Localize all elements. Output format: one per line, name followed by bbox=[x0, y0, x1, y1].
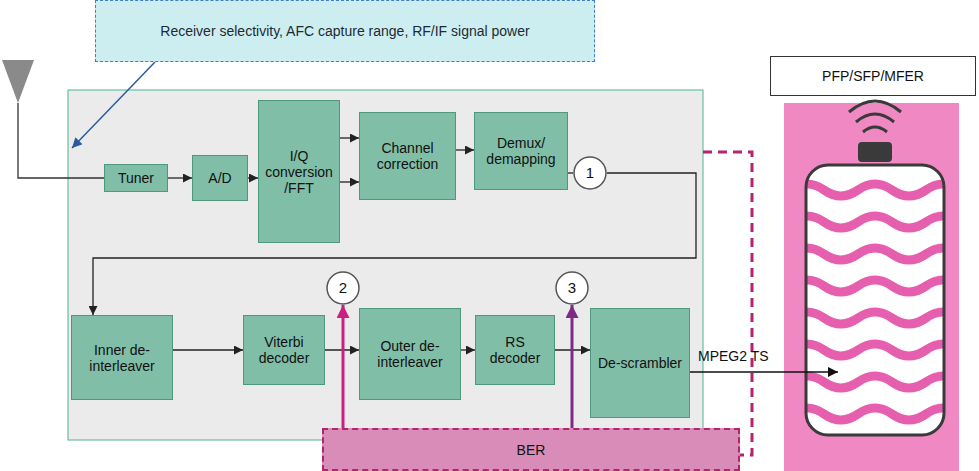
callout-circle-outline bbox=[327, 272, 359, 304]
node-text: I/Q conversion /FFT bbox=[263, 148, 335, 196]
node-text: Tuner bbox=[118, 170, 154, 186]
callout-number: 1 bbox=[573, 156, 607, 190]
ber-measurement-box: BER bbox=[322, 428, 740, 471]
callout-circle-outline bbox=[574, 157, 606, 189]
signal-arrow bbox=[568, 172, 573, 173]
process-block: I/Q conversion /FFT bbox=[258, 100, 340, 243]
tv-frame bbox=[806, 165, 944, 435]
process-block: De-scrambler bbox=[590, 308, 690, 418]
receiver-panel bbox=[68, 90, 703, 440]
output-spec-box: PFP/SFP/MFER bbox=[770, 56, 976, 96]
node-text: RS decoder bbox=[480, 334, 550, 366]
signal-label: MPEG2 TS bbox=[698, 348, 769, 364]
note-box: Receiver selectivity, AFC capture range,… bbox=[95, 0, 595, 62]
node-text: Demux/ demapping bbox=[479, 135, 563, 167]
antenna-symbol bbox=[2, 60, 34, 103]
output-arrow bbox=[690, 371, 838, 373]
process-block: Tuner bbox=[104, 164, 168, 192]
process-block: A/D bbox=[192, 155, 248, 201]
node-text: Inner de-interleaver bbox=[76, 342, 168, 374]
process-block: Channel correction bbox=[359, 112, 456, 200]
node-text: Viterbi decoder bbox=[248, 334, 320, 366]
tv-screen bbox=[806, 165, 944, 435]
signal-arrow bbox=[248, 177, 258, 178]
node-text: BER bbox=[517, 442, 546, 458]
callout-number: 2 bbox=[326, 271, 360, 305]
signal-arrow bbox=[168, 177, 192, 178]
tv-background bbox=[784, 103, 959, 471]
ber-dashed-link bbox=[703, 152, 752, 455]
ber-probe-arrow bbox=[342, 305, 345, 428]
signal-arrow bbox=[456, 149, 474, 150]
ber-probe-arrow bbox=[571, 305, 574, 428]
node-text: Receiver selectivity, AFC capture range,… bbox=[160, 23, 529, 39]
antenna-feed bbox=[18, 103, 104, 178]
tv-antenna-base bbox=[858, 142, 892, 162]
process-block: Demux/ demapping bbox=[474, 112, 568, 190]
node-text: Outer de-interleaver bbox=[364, 338, 456, 370]
node-text: PFP/SFP/MFER bbox=[822, 68, 924, 84]
node-text: A/D bbox=[208, 170, 231, 186]
signal-arrow bbox=[340, 181, 359, 182]
node-text: 3 bbox=[568, 280, 576, 296]
signal-arrow bbox=[340, 137, 359, 138]
callout-number: 3 bbox=[555, 271, 589, 305]
callout-circle-outline bbox=[556, 272, 588, 304]
node-text: De-scrambler bbox=[598, 355, 682, 371]
node-text: 2 bbox=[339, 280, 347, 296]
node-text: 1 bbox=[586, 165, 594, 181]
node-text: Channel correction bbox=[364, 140, 451, 172]
signal-arrow bbox=[461, 349, 475, 350]
tv-antenna-waves bbox=[849, 101, 901, 132]
tv-waves bbox=[806, 184, 944, 420]
process-block: Viterbi decoder bbox=[243, 315, 325, 385]
signal-arrow bbox=[173, 349, 243, 350]
process-block: Inner de-interleaver bbox=[71, 315, 173, 400]
process-block: Outer de-interleaver bbox=[359, 308, 461, 400]
pointer-arrow bbox=[72, 62, 155, 148]
process-block: RS decoder bbox=[475, 315, 555, 385]
